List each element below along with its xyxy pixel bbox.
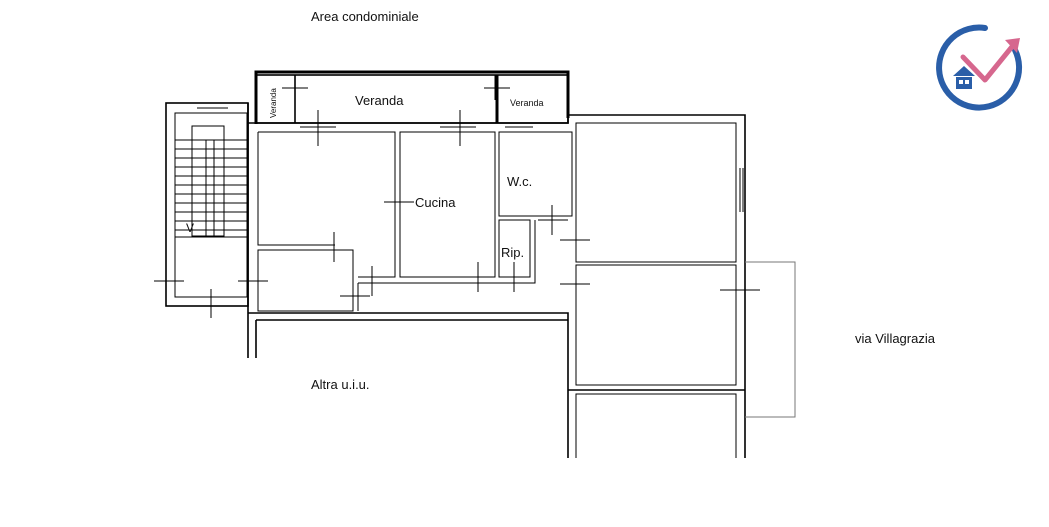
label-area-condominiale: Area condominiale	[311, 9, 419, 24]
label-stair-mark: V	[186, 221, 194, 235]
label-wc: W.c.	[507, 174, 532, 189]
label-cucina: Cucina	[415, 195, 456, 210]
label-rip: Rip.	[501, 245, 524, 260]
stairwell	[154, 102, 268, 318]
label-veranda-main: Veranda	[355, 93, 404, 108]
apartment-walls	[247, 103, 796, 458]
label-veranda-small-right: Veranda	[510, 98, 544, 108]
label-altra-uiu: Altra u.i.u.	[311, 377, 370, 392]
label-via-villagrazia: via Villagrazia	[855, 331, 936, 346]
house-growth-arrow-logo-icon	[936, 24, 1022, 111]
stair-treads	[175, 139, 247, 231]
label-veranda-small-left: Veranda	[269, 88, 278, 118]
